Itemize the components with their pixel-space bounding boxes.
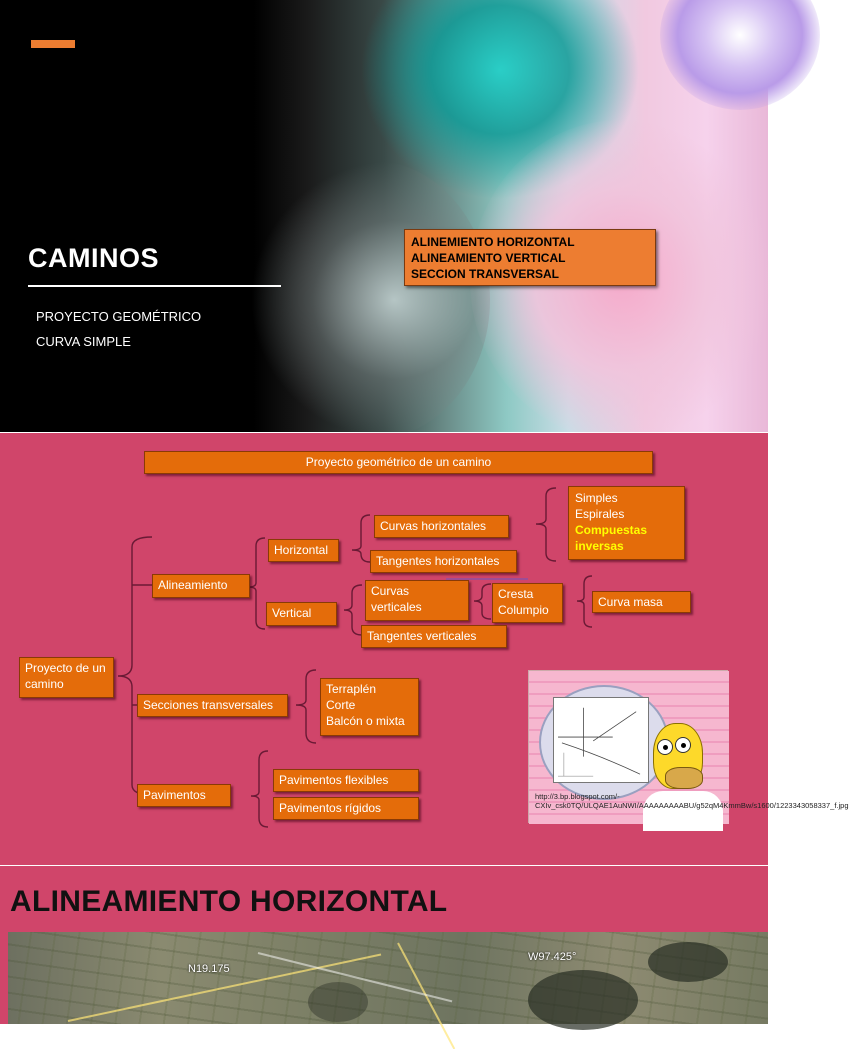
background-swirl xyxy=(250,160,490,440)
node-pavimentos-rigidos: Pavimentos rígidos xyxy=(273,797,419,820)
node-curvas-horizontales: Curvas horizontales xyxy=(374,515,509,538)
node-cresta-columpio: Cresta Columpio xyxy=(492,583,563,623)
background-swirl xyxy=(660,0,820,110)
map-coordinate-label: N19.175 xyxy=(188,963,230,975)
node-vertical: Vertical xyxy=(266,602,337,626)
tipo-curva-destacado: inversas xyxy=(575,539,624,553)
slide-title: ALINEAMIENTO HORIZONTAL xyxy=(10,885,448,918)
callout-line: ALINEAMIENTO VERTICAL xyxy=(411,251,566,265)
node-tipos-seccion: Terraplén Corte Balcón o mixta xyxy=(320,678,419,736)
node-pavimentos: Pavimentos xyxy=(137,784,231,807)
slide-title: CAMINOS xyxy=(28,243,159,273)
image-source-caption: http://3.bp.blogspot.com/-CXIv_csk0TQ/UL… xyxy=(535,792,849,810)
node-horizontal: Horizontal xyxy=(268,539,339,562)
tipo-seccion: Balcón o mixta xyxy=(326,714,405,728)
topics-callout: ALINEMIENTO HORIZONTAL ALINEAMIENTO VERT… xyxy=(404,229,656,286)
map-terrain xyxy=(308,982,368,1022)
character-eye xyxy=(675,737,691,753)
title-underline xyxy=(28,285,281,287)
homer-illustration: http://3.bp.blogspot.com/-CXIv_csk0TQ/UL… xyxy=(528,670,849,831)
node-tipos-curva: Simples Espirales Compuestas inversas xyxy=(568,486,685,560)
cresta-label: Cresta xyxy=(498,587,534,601)
tipo-curva: Espirales xyxy=(575,507,625,521)
slide-caminos: CAMINOS PROYECTO GEOMÉTRICO CURVA SIMPLE… xyxy=(0,0,820,440)
slide-proyecto-geometrico: Proyecto geométrico de un camino Proyect… xyxy=(0,433,849,865)
character-mouth xyxy=(665,767,703,789)
columpio-label: Columpio xyxy=(498,603,549,617)
node-tangentes-verticales: Tangentes verticales xyxy=(361,625,507,648)
node-proyecto-camino: Proyecto de un camino xyxy=(19,657,114,698)
node-pavimentos-flexibles: Pavimentos flexibles xyxy=(273,769,419,792)
tipo-curva: Simples xyxy=(575,491,618,505)
character-shirt xyxy=(643,791,723,831)
subtitle-line: PROYECTO GEOMÉTRICO xyxy=(36,309,202,324)
satellite-map: N19.175 W97.425° xyxy=(8,932,768,1049)
node-curvas-verticales: Curvas verticales xyxy=(365,580,469,621)
node-secciones-transversales: Secciones transversales xyxy=(137,694,288,717)
callout-line: ALINEMIENTO HORIZONTAL xyxy=(411,235,575,249)
subtitle-line: CURVA SIMPLE xyxy=(36,334,131,349)
curve-diagram xyxy=(553,697,649,783)
node-curva-masa: Curva masa xyxy=(592,591,691,613)
tipo-seccion: Corte xyxy=(326,698,356,712)
mindmap-brackets xyxy=(117,487,593,828)
map-coordinate-label: W97.425° xyxy=(528,951,577,963)
tipo-curva-destacado: Compuestas xyxy=(575,523,648,537)
header-proyecto-geometrico: Proyecto geométrico de un camino xyxy=(144,451,653,474)
map-terrain xyxy=(528,970,638,1030)
node-tangentes-horizontales: Tangentes horizontales xyxy=(370,550,517,573)
callout-line: SECCION TRANSVERSAL xyxy=(411,267,560,281)
node-alineamiento: Alineamiento xyxy=(152,574,250,598)
accent-bar xyxy=(31,40,75,48)
map-terrain xyxy=(648,942,728,982)
slide-alineamiento-horizontal: ALINEAMIENTO HORIZONTAL N19.175 W97.425° xyxy=(0,866,768,1049)
tipo-seccion: Terraplén xyxy=(326,682,377,696)
character-eye xyxy=(657,739,673,755)
